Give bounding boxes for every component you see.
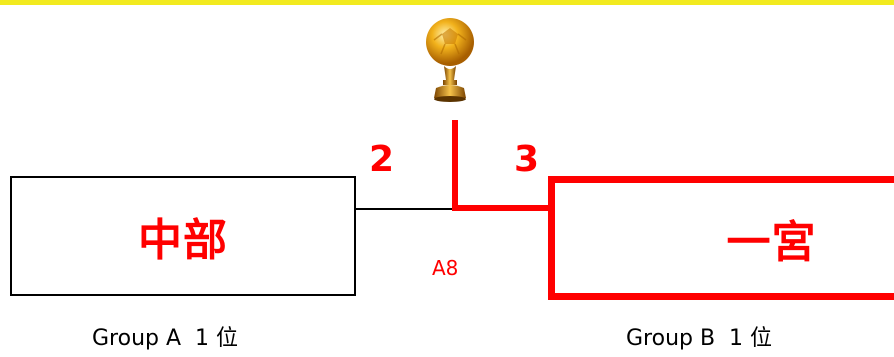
group-label-left: Group A 1 位 [92,320,238,352]
group-label-right: Group B 1 位 [626,320,772,352]
match-id: A8 [432,256,458,280]
score-right: 3 [514,142,539,178]
team-box-left[interactable]: 中部 [10,176,356,296]
score-left: 2 [369,142,394,178]
team-box-right[interactable]: 一宮 [548,176,894,300]
team-name-left: 中部 [138,204,228,268]
team-name-right: 一宮 [727,206,817,270]
